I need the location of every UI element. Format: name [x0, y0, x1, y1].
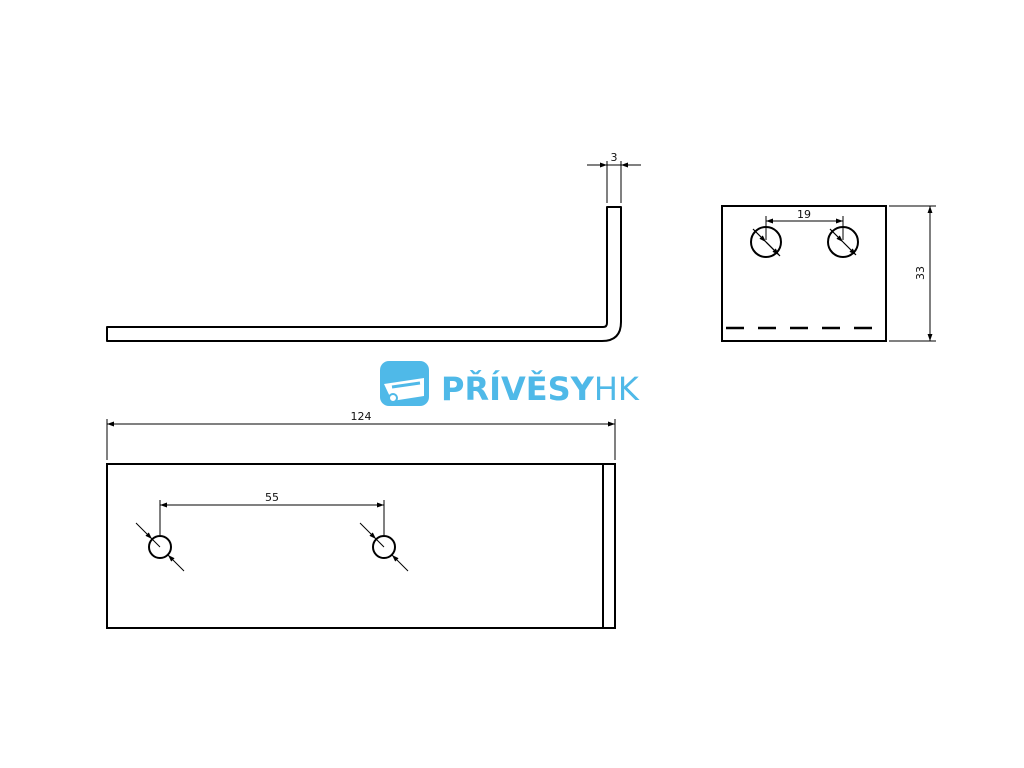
top-view-outline: [106, 463, 616, 629]
logo-text: PŘÍVĚSYHK: [441, 370, 640, 408]
dim-end-hole-spacing-label: 19: [797, 208, 811, 221]
logo: PŘÍVĚSYHK: [380, 361, 640, 408]
side-view: [106, 206, 622, 342]
end-view-outline: [721, 205, 887, 342]
end-view-hole-leaders: [752, 228, 857, 257]
side-view-outline: [106, 206, 622, 342]
top-view: [106, 463, 616, 629]
dim-hole-spacing: [159, 500, 385, 535]
top-view-hole-right: [372, 535, 396, 559]
trailer-icon: [380, 361, 429, 406]
dim-hole-spacing-label: 55: [265, 491, 279, 504]
dim-side-thickness: [587, 161, 641, 203]
top-view-hole-left: [148, 535, 172, 559]
dim-total-length: [106, 419, 616, 460]
end-view: [721, 205, 887, 342]
dim-end-height: [889, 205, 936, 342]
dim-end-height-label: 33: [914, 266, 927, 280]
logo-text-bold: PŘÍVĚSY: [441, 370, 595, 408]
dim-total-length-label: 124: [351, 410, 372, 423]
logo-text-light: HK: [594, 370, 640, 408]
dim-side-thickness-label: 3: [611, 151, 618, 164]
dim-end-hole-spacing: [765, 216, 844, 240]
top-view-hole-leaders: [135, 522, 409, 572]
